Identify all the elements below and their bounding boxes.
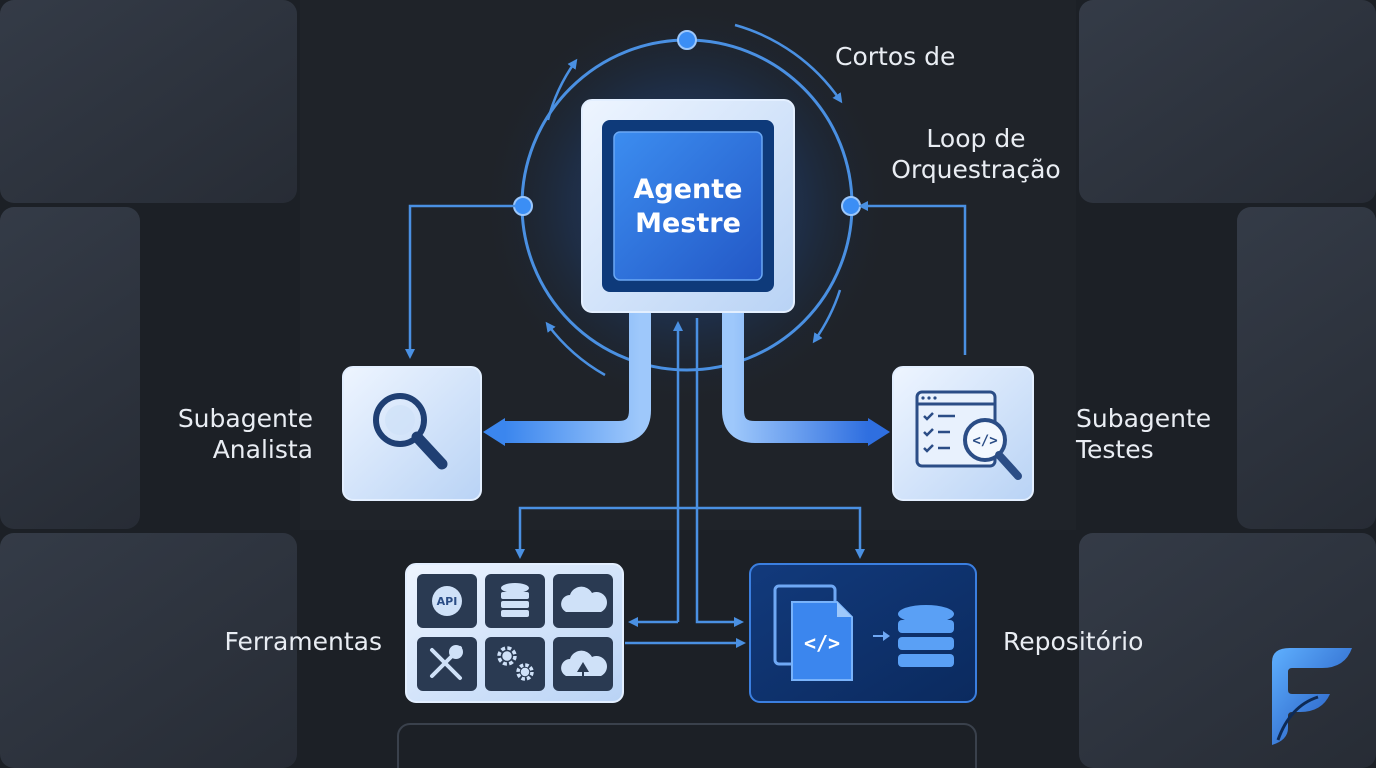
- f-logo-icon: [1272, 648, 1352, 745]
- ferramentas-node[interactable]: API: [405, 563, 624, 703]
- pipe-to-testes-head: [868, 418, 890, 446]
- tool-tile-cloud-tree: [553, 637, 613, 691]
- bg-tile-mid-left: [0, 207, 140, 529]
- bg-tile-bottom-left: [0, 533, 297, 768]
- master-node-title-line1: Agente: [634, 174, 743, 205]
- master-node-title-line2: Mestre: [635, 208, 741, 239]
- bottom-placeholder-panel: [397, 723, 977, 768]
- tools-icon: [430, 645, 463, 680]
- loop-node-right: [841, 196, 861, 216]
- label-loop-orquestracao: Loop de Orquestração: [891, 124, 1061, 184]
- pipe-to-testes: [722, 312, 868, 443]
- tool-tile-gears: [485, 637, 545, 691]
- tool-tile-cloud: [553, 574, 613, 628]
- link-master-to-repositorio-top: [688, 506, 865, 559]
- tool-tile-tools: [417, 637, 477, 691]
- subagente-testes-node[interactable]: </>: [892, 366, 1034, 501]
- tool-tile-api: API: [417, 574, 477, 628]
- loop-arrow-bottom-right: [812, 289, 842, 344]
- checklist-code-search-icon: </>: [915, 390, 1022, 480]
- tool-tile-database: [485, 574, 545, 628]
- bg-tile-mid-right: [1237, 207, 1376, 529]
- loop-node-left: [513, 196, 533, 216]
- api-gear-icon: [432, 586, 462, 616]
- gears-icon: [497, 646, 534, 681]
- label-subagente-testes: Subagente Testes: [1076, 404, 1212, 464]
- link-loop-to-analista: [405, 204, 515, 359]
- link-master-to-ferramentas: [515, 506, 688, 559]
- loop-arrow-bottom-left: [545, 321, 606, 377]
- pipe-to-analista-head: [483, 418, 505, 446]
- label-ferramentas: Ferramentas: [224, 627, 382, 656]
- svg-text:</>: </>: [804, 631, 840, 655]
- cloud-tree-icon: [561, 650, 608, 678]
- repositorio-node[interactable]: </>: [749, 563, 977, 703]
- label-cortos-de: Cortos de: [835, 42, 956, 71]
- repo-database-icon: [898, 605, 954, 667]
- magnifier-icon: [373, 393, 448, 470]
- loop-arrow-top-right: [734, 23, 843, 104]
- link-master-to-repositorio: [695, 318, 744, 627]
- label-subagente-analista: Subagente Analista: [177, 404, 313, 464]
- arrow-right-icon: [873, 631, 890, 641]
- master-agent-node[interactable]: Agente Mestre: [581, 99, 795, 313]
- loop-arrow-top-left: [546, 58, 578, 121]
- pipe-to-analista: [505, 312, 651, 443]
- code-file-icon: </>: [773, 584, 853, 681]
- svg-text:</>: </>: [972, 433, 997, 449]
- cloud-icon: [561, 586, 608, 612]
- label-repositorio: Repositório: [1003, 627, 1144, 656]
- bg-tile-top-right: [1079, 0, 1376, 203]
- bg-tile-top-left: [0, 0, 297, 203]
- link-testes-to-loop: [858, 201, 967, 355]
- api-chip-label: API: [437, 595, 458, 608]
- subagente-analista-node[interactable]: [342, 366, 482, 501]
- database-icon: [501, 583, 529, 617]
- loop-node-top: [677, 30, 697, 50]
